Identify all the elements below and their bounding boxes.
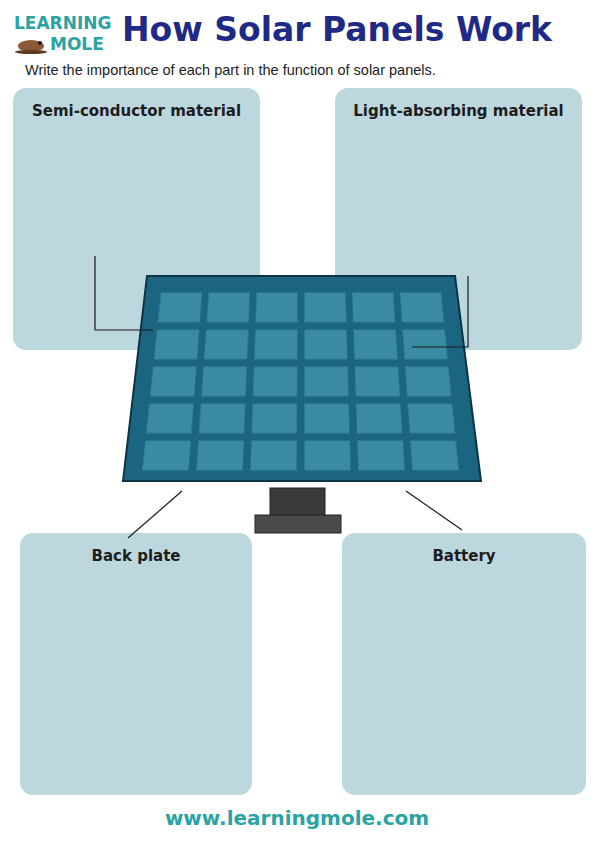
page-title: How Solar Panels Work xyxy=(122,10,552,49)
solar-cell xyxy=(196,441,243,471)
box-heading: Light-absorbing material xyxy=(335,88,582,120)
solar-cell xyxy=(254,330,297,360)
solar-cell xyxy=(158,293,202,323)
box-heading: Semi-conductor material xyxy=(13,88,260,120)
box-ground xyxy=(20,533,252,795)
leader-line xyxy=(128,491,182,538)
solar-cell xyxy=(304,441,350,471)
solar-cell xyxy=(252,404,297,434)
solar-cell xyxy=(304,404,349,434)
answer-box: Back plate xyxy=(20,533,252,795)
leader-lines xyxy=(95,256,468,538)
solar-cell xyxy=(352,293,395,323)
solar-cell xyxy=(250,441,296,471)
box-ground xyxy=(342,533,586,795)
solar-cell xyxy=(400,293,444,323)
solar-cell xyxy=(146,404,193,434)
answer-box: Semi-conductor material xyxy=(13,88,260,350)
panel-stand xyxy=(270,488,325,516)
solar-cell xyxy=(410,441,458,471)
solar-cell xyxy=(142,441,190,471)
logo-text: LEARNING xyxy=(14,13,111,33)
solar-panel xyxy=(123,276,481,533)
solar-cell xyxy=(408,404,455,434)
solar-cell xyxy=(355,367,400,397)
solar-cell xyxy=(207,293,250,323)
solar-cell xyxy=(405,367,451,397)
solar-cell xyxy=(199,404,245,434)
solar-cell xyxy=(154,330,199,360)
panel-frame xyxy=(123,276,481,481)
box-heading: Back plate xyxy=(20,533,252,565)
solar-cell xyxy=(354,330,398,360)
box-ground xyxy=(13,88,260,350)
solar-cell xyxy=(253,367,297,397)
answer-box: Light-absorbing material xyxy=(335,88,582,350)
answer-box: Battery xyxy=(342,533,586,795)
solar-cell xyxy=(150,367,196,397)
leader-line xyxy=(95,256,153,330)
solar-cell xyxy=(202,367,247,397)
panel-base xyxy=(255,515,341,533)
solar-cell xyxy=(403,330,448,360)
instruction-text: Write the importance of each part in the… xyxy=(25,62,436,78)
mole-icon xyxy=(15,40,47,54)
logo-text: MOLE xyxy=(50,34,104,54)
box-heading: Battery xyxy=(342,533,586,565)
solar-cell xyxy=(304,293,346,323)
leader-line xyxy=(412,276,468,347)
solar-cell xyxy=(204,330,248,360)
leader-line xyxy=(406,491,462,530)
solar-cell xyxy=(304,367,348,397)
website-url: www.learningmole.com xyxy=(165,806,429,830)
solar-cell xyxy=(304,330,347,360)
solar-cell xyxy=(356,404,402,434)
solar-cell xyxy=(256,293,298,323)
solar-cell xyxy=(357,441,404,471)
